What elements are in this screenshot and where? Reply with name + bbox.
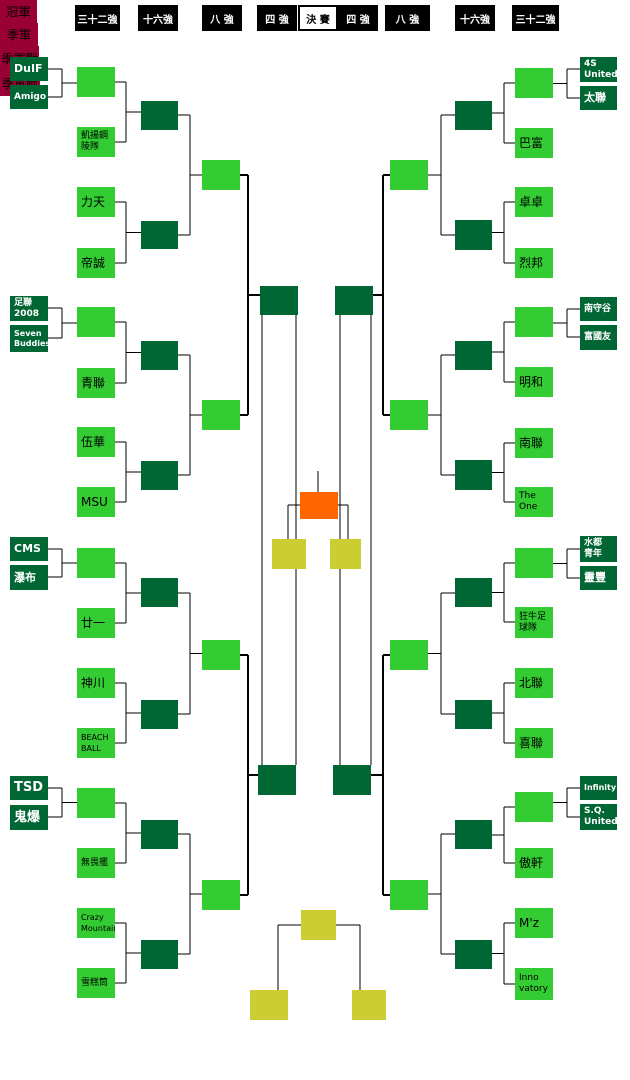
match-slot xyxy=(141,461,178,490)
match-slot xyxy=(258,765,296,795)
header-round-16-right: 十六強 xyxy=(455,5,495,31)
header-round-32-left: 三十二強 xyxy=(75,5,120,31)
match-slot xyxy=(455,700,492,729)
team-box: 瀑布 xyxy=(10,565,48,590)
third-place-label: 季軍 xyxy=(0,23,38,46)
team-box: S.Q. United xyxy=(580,804,617,830)
team-box: 靈豐 xyxy=(580,566,617,590)
header-final: 決 賽 xyxy=(298,5,338,31)
team-box: CMS xyxy=(10,537,48,561)
team-box: The One xyxy=(515,487,553,517)
third-place-slot xyxy=(301,910,336,940)
team-box: 青聯 xyxy=(77,368,115,398)
match-slot xyxy=(202,880,240,910)
champion-label: 冠軍 xyxy=(0,0,37,23)
match-slot xyxy=(515,548,553,578)
match-slot xyxy=(333,765,371,795)
match-slot xyxy=(141,221,178,249)
team-box: 富國友 xyxy=(580,325,617,350)
team-box: 狂牛足 球隊 xyxy=(515,607,553,638)
match-slot xyxy=(77,67,115,97)
team-box: 神川 xyxy=(77,668,115,698)
match-slot xyxy=(202,640,240,670)
match-slot xyxy=(515,792,553,822)
team-box: 南守谷 xyxy=(580,297,617,321)
team-box: 鬼爆 xyxy=(10,805,48,830)
team-box: DuIF xyxy=(10,57,48,81)
match-slot xyxy=(455,220,492,250)
match-slot xyxy=(141,940,178,969)
header-semifinal-left: 四 強 xyxy=(257,5,297,31)
team-box: 喜聯 xyxy=(515,728,553,758)
match-slot xyxy=(77,548,115,578)
match-slot xyxy=(390,160,428,190)
team-box: 帝誠 xyxy=(77,248,115,278)
champion-slot xyxy=(300,492,338,519)
team-box: 水都 青年 xyxy=(580,536,617,562)
match-slot xyxy=(141,341,178,370)
finalist-slot-left xyxy=(272,539,306,569)
match-slot xyxy=(77,788,115,818)
team-box: Amigo xyxy=(10,85,48,109)
team-box: M'z xyxy=(515,908,553,938)
third-place-match-slot-right xyxy=(352,990,386,1020)
header-quarterfinal-right: 八 強 xyxy=(385,5,430,31)
match-slot xyxy=(390,640,428,670)
team-box: 4S United xyxy=(580,57,617,82)
header-round-16-left: 十六強 xyxy=(138,5,178,31)
match-slot xyxy=(141,101,178,130)
header-round-32-right: 三十二強 xyxy=(512,5,559,31)
team-box: 太聯 xyxy=(580,86,617,110)
match-slot xyxy=(515,307,553,337)
finalist-slot-right xyxy=(330,539,361,569)
match-slot xyxy=(390,880,428,910)
team-box: 傲軒 xyxy=(515,848,553,878)
team-box: TSD xyxy=(10,776,48,800)
third-place-match-slot-left xyxy=(250,990,288,1020)
team-box: 北聯 xyxy=(515,668,553,698)
team-box: Inno vatory xyxy=(515,968,553,1000)
team-box: 凱揚鋼 陵隊 xyxy=(77,127,115,157)
match-slot xyxy=(455,940,492,969)
team-box: 南聯 xyxy=(515,428,553,458)
team-box: MSU xyxy=(77,487,115,517)
team-box: 明和 xyxy=(515,367,553,397)
header-semifinal-right: 四 強 xyxy=(338,5,378,31)
match-slot xyxy=(455,578,492,607)
team-box: 無畏艦 xyxy=(77,848,115,878)
team-box: Infinity xyxy=(580,776,617,800)
match-slot xyxy=(455,460,492,490)
team-box: BEACH BALL xyxy=(77,728,115,758)
team-box: 力天 xyxy=(77,187,115,217)
match-slot xyxy=(260,286,298,315)
team-box: 足聯 2008 xyxy=(10,296,48,321)
team-box: 烈邦 xyxy=(515,248,553,278)
match-slot xyxy=(335,286,373,315)
match-slot xyxy=(77,307,115,337)
team-box: Seven Buddies xyxy=(10,325,48,352)
team-box: 伍華 xyxy=(77,427,115,457)
match-slot xyxy=(455,101,492,130)
team-box: Crazy Mountain xyxy=(77,908,115,938)
match-slot xyxy=(390,400,428,430)
match-slot xyxy=(141,700,178,729)
team-box: 雪糕筒 xyxy=(77,968,115,998)
match-slot xyxy=(455,341,492,370)
match-slot xyxy=(141,578,178,607)
match-slot xyxy=(202,160,240,190)
header-quarterfinal-left: 八 強 xyxy=(202,5,242,31)
match-slot xyxy=(515,68,553,98)
team-box: 廿一 xyxy=(77,608,115,638)
team-box: 巴富 xyxy=(515,128,553,158)
match-slot xyxy=(455,820,492,849)
match-slot xyxy=(141,820,178,849)
match-slot xyxy=(202,400,240,430)
team-box: 卓卓 xyxy=(515,187,553,217)
